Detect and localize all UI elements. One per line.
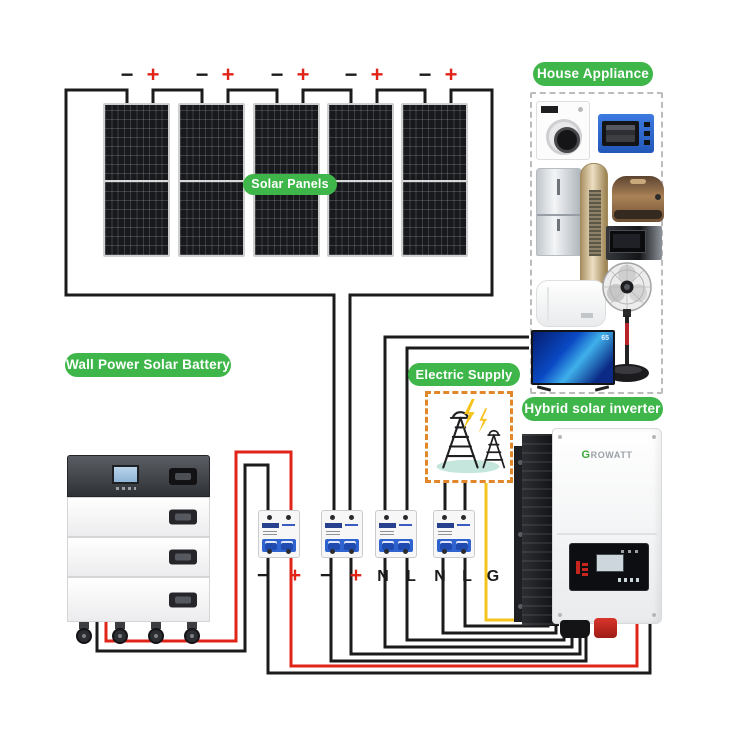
transmission-towers-icon — [436, 398, 506, 474]
wire-load-l — [405, 346, 529, 512]
terminal-label-pv-plus: + — [349, 564, 363, 587]
battery-module-handle — [169, 592, 197, 607]
wire-load-n — [383, 335, 529, 512]
battery-stack — [67, 455, 210, 648]
wire-panel3-panel4 — [301, 88, 353, 104]
rice-cooker-icon — [612, 176, 664, 222]
pv-string-wires — [64, 88, 494, 512]
wire-pv-positive-bus — [348, 88, 494, 512]
lightning-bolt-icon — [478, 408, 488, 434]
solar-panel-5 — [401, 103, 468, 257]
terminal-label-grid-l: L — [462, 568, 472, 585]
inverter-dc-connector — [594, 618, 617, 638]
washing-machine-icon — [536, 101, 590, 160]
battery-module-3 — [67, 577, 210, 622]
tv-screen: 65 — [533, 332, 613, 383]
wire-panel1-panel2 — [151, 88, 204, 104]
solar-panels-label: Solar Panels — [243, 174, 337, 195]
inverter-brand: GROWATT — [581, 449, 633, 461]
terminal-label-batt-minus: − — [256, 564, 270, 587]
wire-pv-negative-bus — [64, 88, 336, 512]
panel4-plus-label: + — [370, 62, 384, 87]
wire-battery-positive — [104, 450, 293, 643]
panel2-plus-label: + — [221, 62, 235, 87]
hybrid-inverter: GROWATT — [514, 428, 664, 640]
battery-module-handle — [169, 549, 197, 565]
electric-supply-box — [425, 391, 513, 483]
tv-size-badge: 65 — [601, 335, 609, 342]
caster-wheel — [111, 622, 129, 648]
terminal-label-pv-minus: − — [319, 564, 333, 587]
electric-supply-label: Electric Supply — [408, 363, 520, 386]
battery-display — [112, 465, 139, 484]
wire-panel4-panel5 — [375, 88, 427, 104]
solar-panel-4 — [327, 103, 394, 257]
water-heater-icon — [536, 280, 606, 327]
breaker-pv — [321, 510, 363, 558]
breaker-load — [375, 510, 417, 558]
panel4-minus-label: − — [344, 62, 358, 87]
panel1-minus-label: − — [120, 62, 134, 87]
terminal-label-batt-plus: + — [288, 564, 302, 587]
inverter-body: GROWATT — [552, 428, 662, 624]
terminal-label-load-n: N — [377, 568, 389, 585]
caster-wheel — [75, 622, 93, 648]
solar-panel-2 — [178, 103, 245, 257]
inverter-display — [569, 543, 649, 591]
stand-fan-icon — [596, 260, 658, 391]
inverter-lcd — [596, 554, 624, 572]
wire-battery-negative — [95, 463, 270, 653]
terminal-label-load-l: L — [406, 568, 416, 585]
load-wires — [383, 335, 529, 512]
battery-handle — [169, 468, 197, 485]
toaster-oven-icon — [598, 114, 654, 153]
panel1-plus-label: + — [146, 62, 160, 87]
caster-wheel — [147, 622, 165, 648]
battery-control-module — [67, 455, 210, 497]
house-appliance-label: House Appliance — [533, 62, 653, 86]
panel3-plus-label: + — [296, 62, 310, 87]
battery-module-handle — [169, 509, 197, 525]
panel3-minus-label: − — [270, 62, 284, 87]
terminal-label-ground: G — [486, 568, 500, 585]
refrigerator-icon — [536, 168, 582, 256]
caster-wheel — [183, 622, 201, 648]
terminal-label-grid-n: N — [434, 568, 446, 585]
microwave-icon — [606, 226, 662, 260]
lightning-bolt-icon — [463, 398, 475, 430]
panel5-plus-label: + — [444, 62, 458, 87]
breaker-battery — [258, 510, 300, 558]
hybrid-inverter-label: Hybrid solar inverter — [522, 397, 663, 421]
television-icon: 65 — [531, 330, 615, 392]
wire-panel2-panel3 — [226, 88, 279, 104]
battery-module-2 — [67, 537, 210, 577]
inverter-ac-connector — [560, 620, 590, 638]
panel2-minus-label: − — [195, 62, 209, 87]
solar-panel-1 — [103, 103, 170, 257]
battery-label: Wall Power Solar Battery — [65, 353, 231, 377]
air-conditioner-icon — [580, 163, 608, 283]
wire-b1n-inverter — [266, 558, 652, 675]
wire-b1p-inverter — [289, 558, 639, 668]
battery-buttons — [116, 487, 136, 490]
battery-module-1 — [67, 497, 210, 537]
battery-wires — [95, 450, 293, 653]
panel5-minus-label: − — [418, 62, 432, 87]
breaker-grid — [433, 510, 475, 558]
